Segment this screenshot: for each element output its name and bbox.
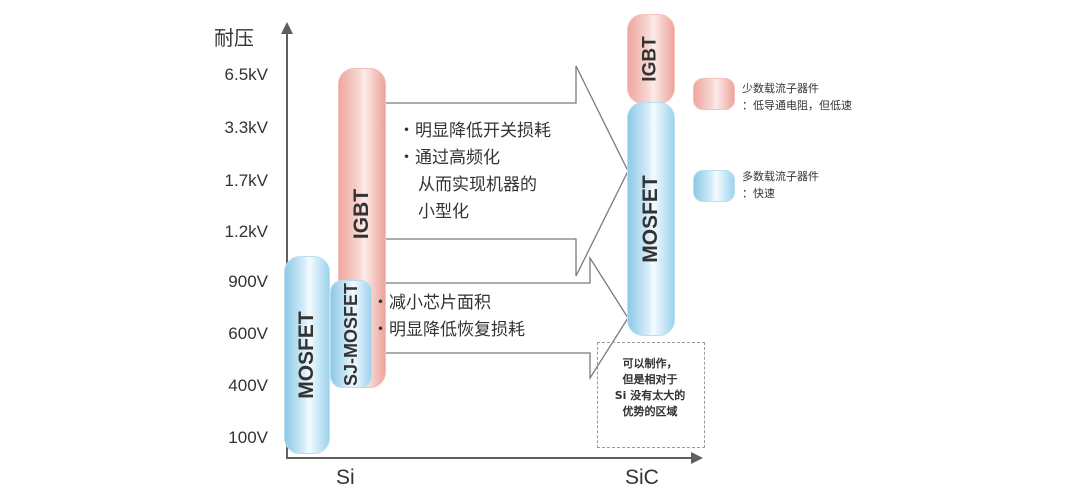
legend-minority: 少数载流子器件 ：低导通电阻，但低速 — [742, 82, 852, 112]
si-mosfet-label: MOSFET — [295, 311, 318, 399]
legend-majority: 多数载流子器件 ：快速 — [742, 170, 819, 200]
sic-mosfet-label: MOSFET — [639, 175, 662, 263]
x-axis-arrowhead — [691, 451, 703, 464]
sic-mosfet-bar: MOSFET — [627, 102, 675, 336]
x-axis-line — [286, 457, 692, 459]
upper-transition-arrow — [386, 65, 629, 277]
si-igbt-label: IGBT — [350, 188, 374, 240]
tick-label: 600V — [228, 324, 268, 343]
sic-igbt-bar: IGBT — [627, 14, 675, 104]
upper-arrow-line: 小型化 — [418, 202, 469, 222]
tick-label: 400V — [228, 376, 268, 395]
legend-swatch-majority — [693, 170, 735, 202]
lower-arrow-line: ・减小芯片面积 — [372, 293, 491, 313]
category-sic: SiC — [625, 466, 659, 489]
tick-label: 1.7kV — [224, 171, 268, 190]
tick-label: 100V — [228, 428, 268, 447]
y-axis-title: 耐压 — [214, 26, 254, 50]
y-axis-line — [286, 30, 288, 458]
si-mosfet-bar: MOSFET — [284, 256, 330, 454]
y-axis-arrowhead — [281, 22, 293, 34]
sic-igbt-label: IGBT — [639, 36, 661, 82]
tick-label: 1.2kV — [224, 222, 268, 241]
upper-arrow-line: 从而实现机器的 — [418, 175, 537, 195]
upper-arrow-line: ・通过高频化 — [398, 148, 500, 168]
sj-mosfet-bar: SJ-MOSFET — [330, 280, 372, 388]
upper-arrow-line: ・明显降低开关损耗 — [398, 121, 551, 141]
lower-arrow-line: ・明显降低恢复损耗 — [372, 320, 525, 340]
sj-mosfet-label: SJ-MOSFET — [340, 282, 361, 386]
tick-label: 6.5kV — [224, 65, 268, 84]
note-text: 可以制作， 但是相对于 Si 没有太大的 优势的区域 — [614, 357, 686, 418]
tick-label: 900V — [228, 272, 268, 291]
tick-label: 3.3kV — [224, 118, 268, 137]
legend-swatch-minority — [693, 78, 735, 110]
note-region-box — [597, 342, 705, 448]
category-si: Si — [336, 466, 355, 489]
